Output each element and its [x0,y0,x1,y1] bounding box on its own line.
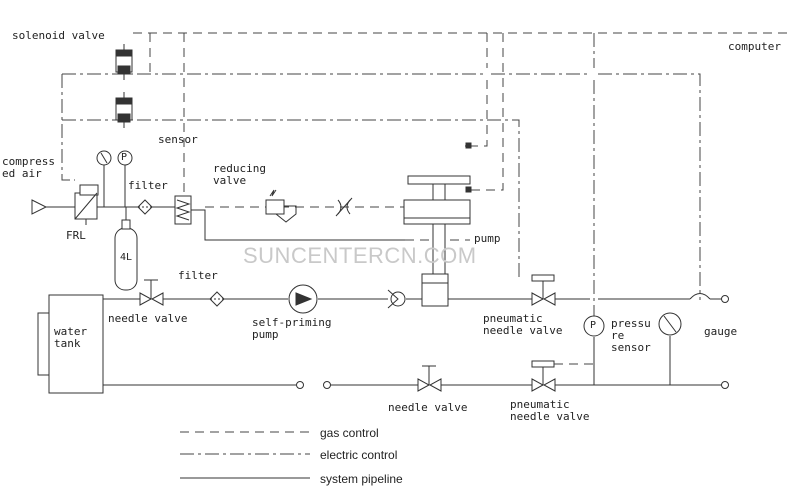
label-pressure-sensor-3: sensor [611,341,651,354]
endpoint-2 [323,381,331,389]
pneumatic-needle-valve-2 [531,360,556,392]
reducing-valve [265,189,297,223]
label-gauge: gauge [704,325,738,338]
water-tank-shape [37,294,104,394]
label-cylinder-4l: 4L [120,252,133,263]
label-pressure-p: P [590,320,597,331]
label-pneumatic-needle-2b: needle valve [510,410,590,423]
label-reducing-valve-1: reducing [213,162,266,175]
label-compressed-air-1: compress [2,155,55,168]
electric-line-row1 [62,73,701,300]
endpoint-1 [296,381,304,389]
label-needle-valve-1: needle valve [108,312,188,325]
label-self-priming-2: pump [252,328,279,341]
check-valve [387,289,406,309]
label-self-priming-1: self-priming [252,316,332,329]
filter-mid [209,291,225,307]
label-pneumatic-needle-2a: pneumatic [510,398,570,411]
solenoid-valve-1 [115,44,133,80]
pipeline-sensor-down [593,336,671,385]
spring-valve [174,195,192,225]
pneumatic-needle-valve-1 [531,274,556,306]
label-pneumatic-needle-1a: pneumatic [483,312,543,325]
legend-system-pipeline: system pipeline [320,472,403,486]
needle-valve-1 [139,279,164,306]
legend-gas-control: gas control [320,426,379,440]
air-line-4 [191,209,405,241]
label-pump: pump [474,232,501,245]
gas-vertical-4 [470,33,504,191]
electric-line-row2 [62,119,520,280]
label-pressure-sensor-2: re [611,329,625,342]
pressure-symbol-1 [117,150,133,207]
label-needle-valve-2: needle valve [388,401,468,414]
label-compressed-air-2: ed air [2,167,42,180]
pressure-sensor-symbol [583,315,605,337]
label-solenoid-valve: solenoid valve [12,29,105,42]
label-pressure-sensor-1: pressu [611,317,651,330]
frl-unit [74,184,99,225]
label-water-tank-2: tank [54,337,81,350]
pipeline-jump [689,293,711,300]
electric-line-left [61,74,75,181]
label-frl: FRL [66,229,86,242]
gauge-symbol-1 [96,150,112,207]
endpoint-3 [721,295,729,303]
needle-valve-2 [417,365,442,392]
legend-electric-control: electric control [320,448,398,462]
label-computer: computer [728,40,781,53]
label-sensor: sensor [158,133,198,146]
solenoid-valve-2 [115,92,133,128]
filter-top [137,199,153,215]
self-priming-pump [288,284,318,314]
label-filter-top: filter [128,179,168,192]
gas-cylinder [114,207,138,291]
gauge-symbol [658,312,682,336]
endpoint-4 [721,381,729,389]
throttle-symbol [335,197,353,217]
label-pneumatic-needle-1b: needle valve [483,324,563,337]
compressed-air-inlet [31,199,48,215]
label-reducing-valve-2: valve [213,174,247,187]
gas-vertical-3 [470,33,488,147]
watermark: SUNCENTERCN.COM [243,243,477,268]
label-filter-mid: filter [178,269,218,282]
label-water-tank-1: water [54,325,88,338]
pump-cylinder [403,142,472,307]
label-gauge-p: P [121,152,128,163]
